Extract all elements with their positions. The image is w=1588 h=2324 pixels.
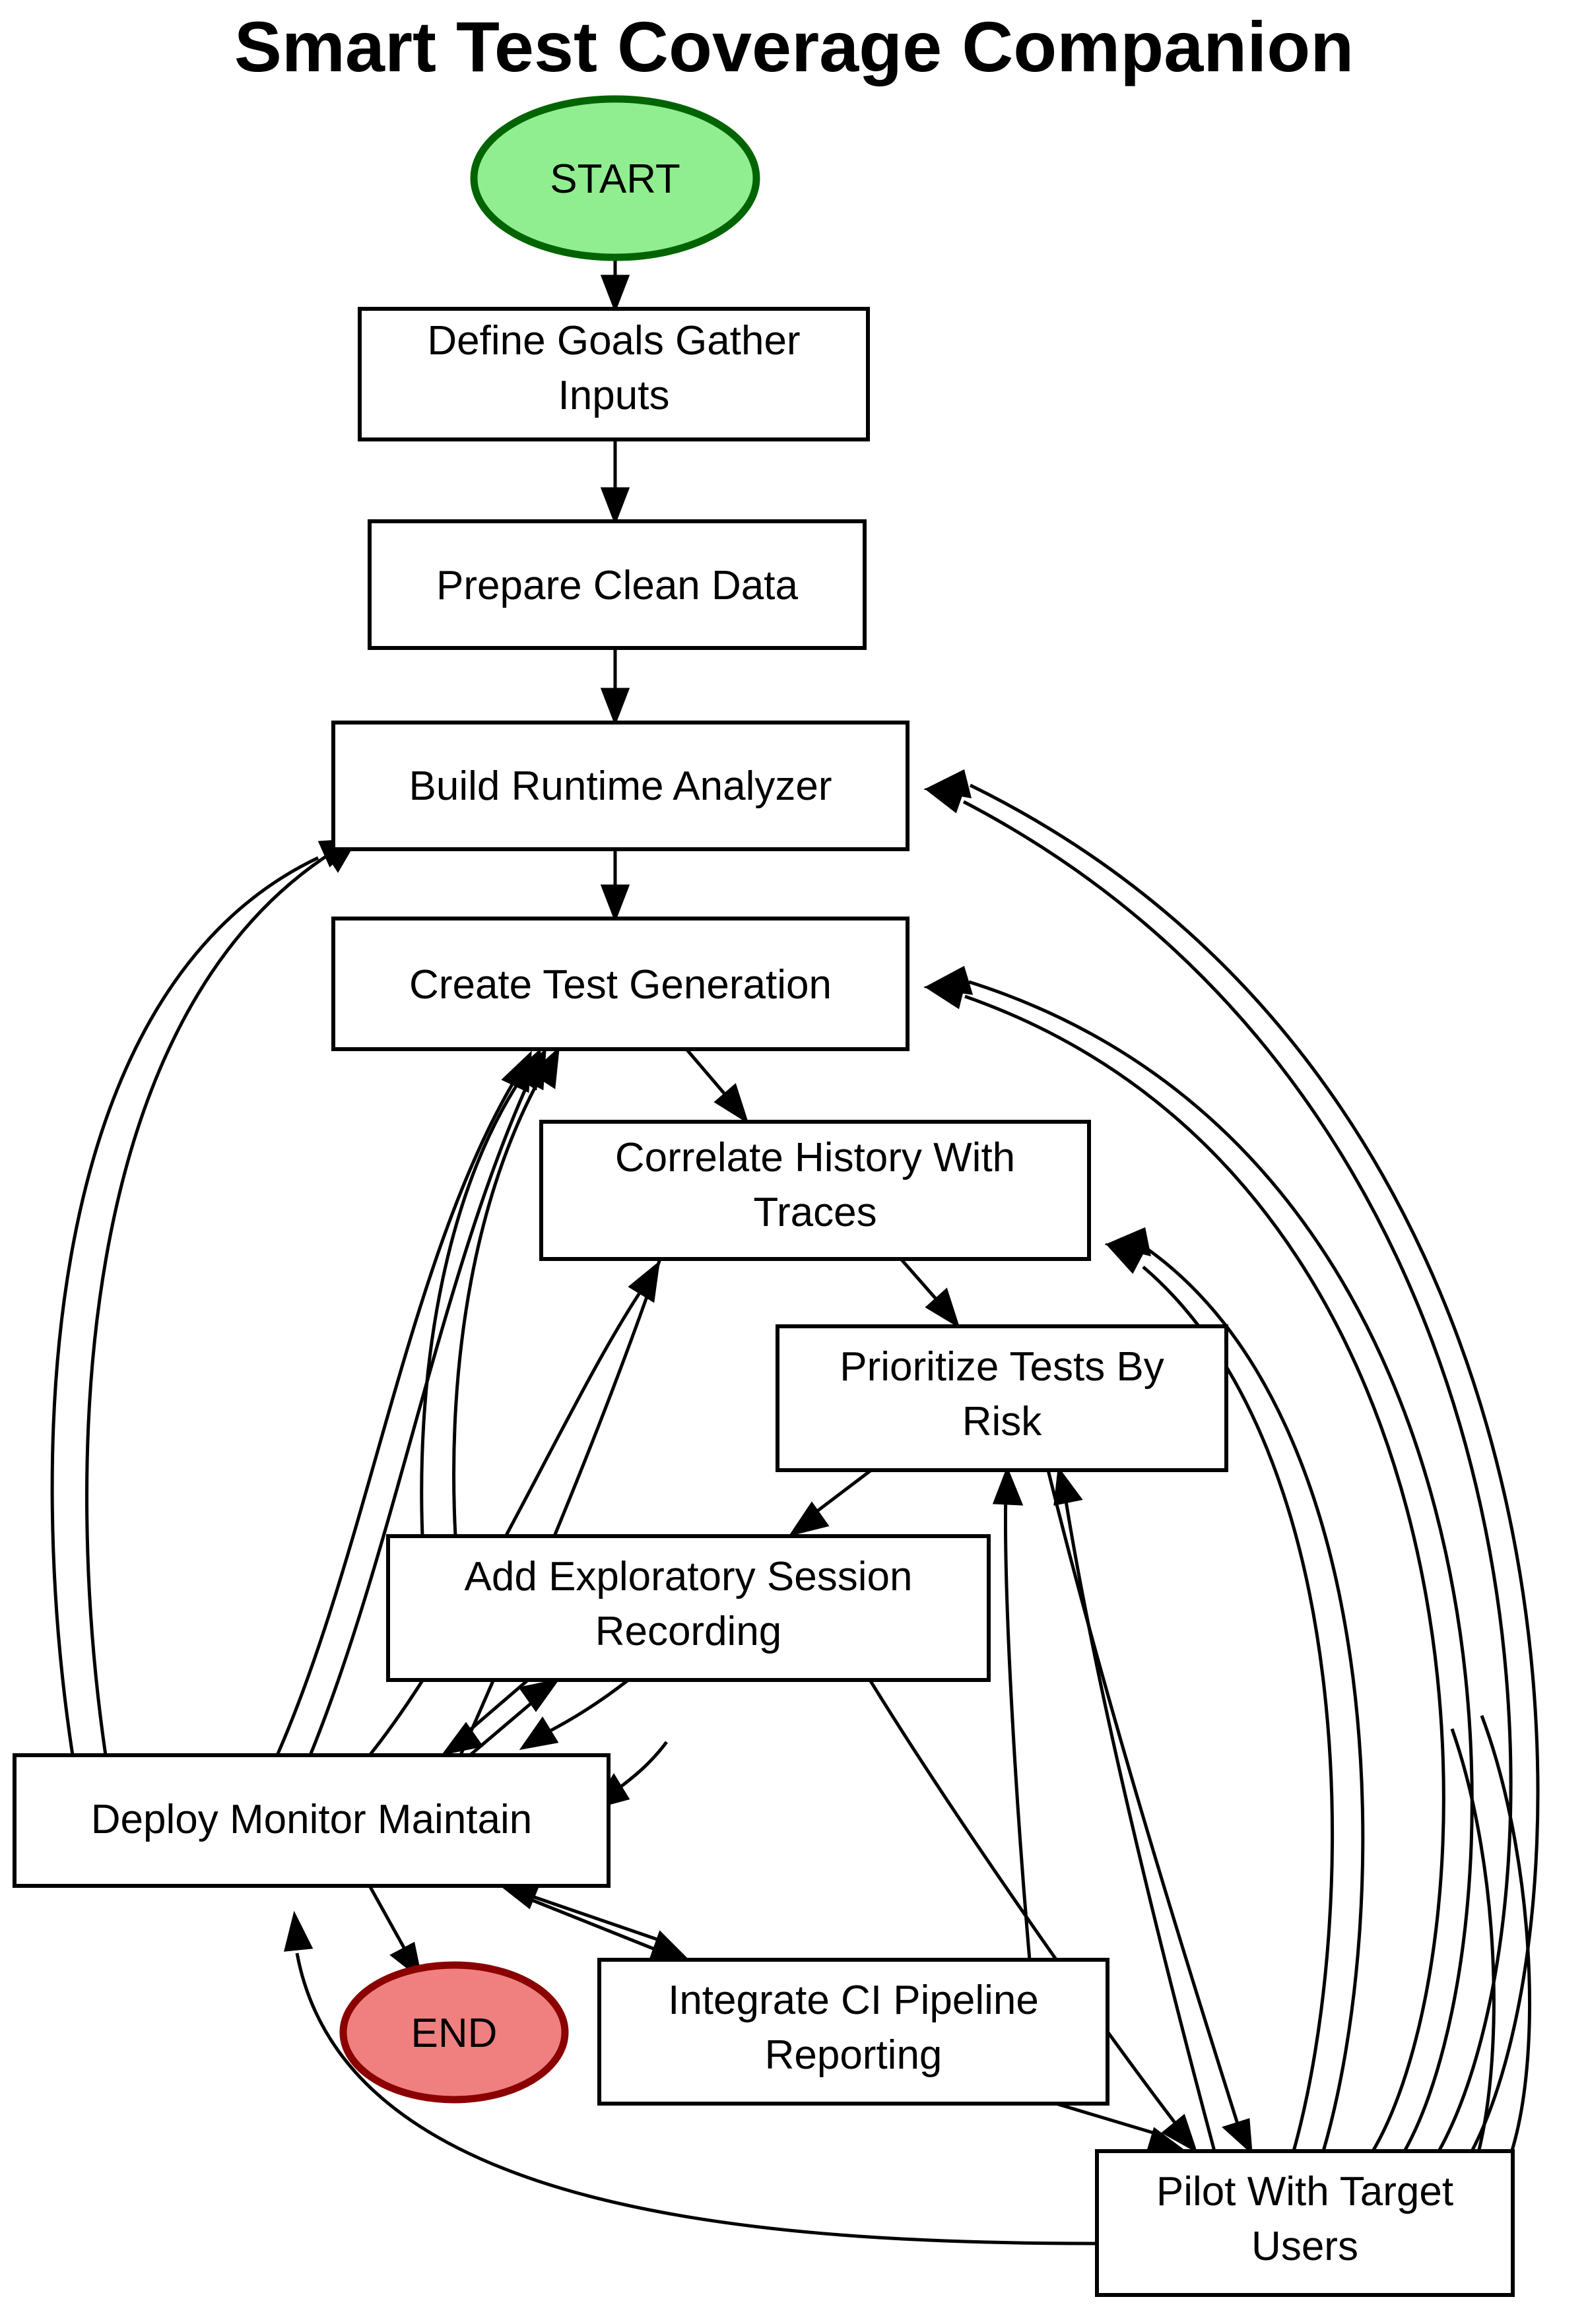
edge-prepare-to-analyzer xyxy=(600,648,630,726)
node-define-goals-gather-inputs[interactable]: Define Goals Gather Inputs xyxy=(358,307,870,441)
prepare-label: Prepare Clean Data xyxy=(436,563,798,608)
testgen-box[interactable] xyxy=(331,917,910,1051)
exploratory-box[interactable] xyxy=(386,1534,991,1682)
edge-testgen-to-correlate xyxy=(685,1048,749,1124)
correlate-box[interactable] xyxy=(539,1120,1091,1261)
end-ellipse[interactable] xyxy=(339,1961,569,2104)
edge-ci-to-deploy xyxy=(499,1881,682,1962)
prioritize-box[interactable] xyxy=(776,1324,1228,1472)
exploratory-label-line2: Recording xyxy=(595,1609,782,1654)
edge-into-pilot-extra-2 xyxy=(1450,1728,1496,2153)
edge-deploy-to-exploratory xyxy=(469,1678,560,1757)
prioritize-label-line1: Prioritize Tests By xyxy=(840,1344,1164,1390)
edge-deploy-to-end xyxy=(368,1885,423,1981)
edge-into-pilot-extra-1 xyxy=(1480,1715,1532,2153)
pilot-label-line2: Users xyxy=(1251,2224,1358,2269)
node-end[interactable]: END xyxy=(339,1961,569,2104)
edge-ci-to-prioritize xyxy=(992,1466,1032,1960)
deploy-label: Deploy Monitor Maintain xyxy=(91,1797,533,1842)
pilot-box[interactable] xyxy=(1095,2149,1515,2297)
node-prioritize-tests-by-risk[interactable]: Prioritize Tests By Risk xyxy=(776,1324,1228,1472)
node-correlate-history-with-traces[interactable]: Correlate History With Traces xyxy=(539,1120,1091,1261)
node-prepare-clean-data[interactable]: Prepare Clean Data xyxy=(368,519,867,650)
analyzer-label: Build Runtime Analyzer xyxy=(409,763,832,809)
start-label: START xyxy=(550,156,680,202)
edge-analyzer-to-testgen xyxy=(600,849,630,923)
node-start[interactable]: START xyxy=(470,95,760,261)
edge-goals-to-prepare xyxy=(600,439,630,526)
node-layer: START Define Goals Gather Inputs Prepare… xyxy=(13,95,1515,2297)
edge-pilot-to-deploy xyxy=(284,1910,1098,2245)
edge-deploy-to-analyzer-b xyxy=(85,837,359,1756)
edge-correlate-to-prioritize xyxy=(900,1258,960,1329)
node-create-test-generation[interactable]: Create Test Generation xyxy=(331,917,910,1051)
node-integrate-ci-pipeline-reporting[interactable]: Integrate CI Pipeline Reporting xyxy=(597,1958,1109,2106)
edge-prioritize-to-exploratory xyxy=(788,1469,873,1537)
edge-start-to-goals xyxy=(600,259,630,313)
edge-ci-to-pilot xyxy=(1055,2102,1185,2156)
analyzer-box[interactable] xyxy=(331,721,910,851)
correlate-label-line1: Correlate History With xyxy=(615,1135,1015,1180)
start-ellipse[interactable] xyxy=(470,95,760,261)
edge-layer xyxy=(50,259,1540,2245)
prepare-box[interactable] xyxy=(368,519,867,650)
edge-exploratory-to-testgen-a xyxy=(420,1048,541,1537)
edge-pilot-to-prioritize xyxy=(1053,1466,1216,2152)
ci-box[interactable] xyxy=(597,1958,1109,2106)
deploy-box[interactable] xyxy=(13,1753,611,1888)
edge-exploratory-to-testgen-b xyxy=(452,1047,560,1537)
edge-prioritize-to-pilot xyxy=(1046,1469,1253,2155)
edge-pilot-to-testgen-b xyxy=(923,965,1474,2152)
correlate-label-line2: Traces xyxy=(753,1190,877,1235)
edge-deploy-to-analyzer-a xyxy=(50,838,359,1756)
edge-pilot-to-correlate-b xyxy=(1104,1227,1365,2152)
prioritize-label-line2: Risk xyxy=(962,1399,1043,1444)
ci-label-line1: Integrate CI Pipeline xyxy=(668,1978,1039,2023)
end-label: END xyxy=(411,2011,498,2056)
goals-label-line1: Define Goals Gather xyxy=(427,318,800,364)
node-pilot-with-target-users[interactable]: Pilot With Target Users xyxy=(1095,2149,1515,2297)
node-deploy-monitor-maintain[interactable]: Deploy Monitor Maintain xyxy=(13,1753,611,1888)
pilot-label-line1: Pilot With Target xyxy=(1156,2169,1453,2214)
ci-label-line2: Reporting xyxy=(765,2032,943,2078)
exploratory-label-line1: Add Exploratory Session xyxy=(465,1554,913,1599)
node-build-runtime-analyzer[interactable]: Build Runtime Analyzer xyxy=(331,721,910,851)
goals-box[interactable] xyxy=(358,307,870,441)
page-title: Smart Test Coverage Companion xyxy=(234,7,1354,86)
edge-pilot-to-analyzer-b xyxy=(923,769,1540,2152)
testgen-label: Create Test Generation xyxy=(409,962,832,1008)
edge-deploy-to-correlate xyxy=(368,1260,661,1757)
goals-label-line2: Inputs xyxy=(558,373,670,418)
node-add-exploratory-session-recording[interactable]: Add Exploratory Session Recording xyxy=(386,1534,991,1682)
